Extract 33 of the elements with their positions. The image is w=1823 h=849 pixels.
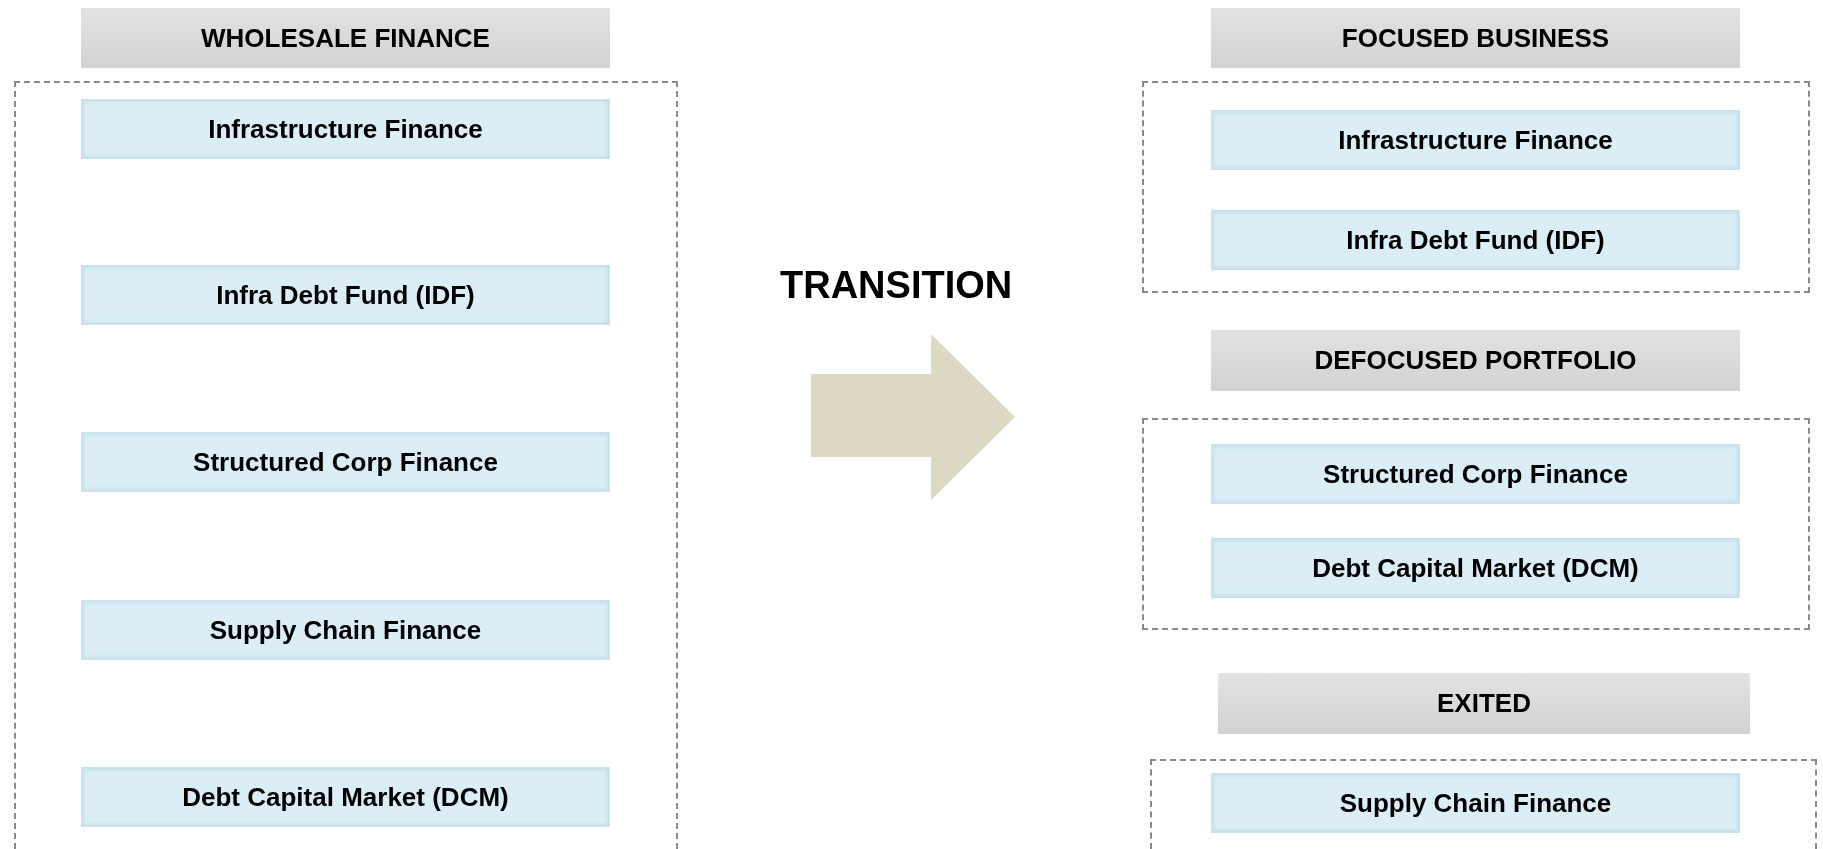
business-box	[1211, 110, 1740, 170]
item-label: Infrastructure Finance	[208, 113, 483, 145]
business-box	[1211, 210, 1740, 270]
business-box	[1211, 444, 1740, 504]
section-header	[1211, 330, 1740, 391]
dashed-group	[1150, 759, 1817, 849]
item-label: Supply Chain Finance	[209, 614, 482, 646]
item-label: Infra Debt Fund (IDF)	[216, 279, 475, 311]
header-text: FOCUSED BUSINESS	[1341, 22, 1610, 54]
business-box	[1211, 773, 1740, 833]
header-text: EXITED	[1437, 688, 1531, 719]
item-label: Infrastructure Finance	[1338, 124, 1613, 156]
business-box	[81, 265, 610, 325]
business-box	[81, 432, 610, 492]
dashed-group	[14, 81, 678, 849]
dashed-group	[1142, 418, 1810, 630]
item-label: Structured Corp Finance	[193, 446, 498, 478]
item-label: Infra Debt Fund (IDF)	[1346, 224, 1605, 256]
item-label: Debt Capital Market (DCM)	[1312, 552, 1639, 584]
header-text: DEFOCUSED PORTFOLIO	[1314, 345, 1637, 376]
item-label: Structured Corp Finance	[1323, 458, 1628, 490]
section-header	[1218, 673, 1750, 734]
business-box	[81, 767, 610, 827]
dashed-group	[1142, 81, 1810, 293]
business-box	[1211, 538, 1740, 598]
business-box	[81, 600, 610, 660]
item-label: Debt Capital Market (DCM)	[182, 781, 509, 813]
transition-label: TRANSITION	[780, 264, 1013, 307]
item-label: Supply Chain Finance	[1339, 787, 1612, 819]
business-box	[81, 99, 610, 159]
section-header	[81, 8, 610, 68]
header-text: WHOLESALE FINANCE	[201, 22, 490, 54]
section-header	[1211, 8, 1740, 68]
